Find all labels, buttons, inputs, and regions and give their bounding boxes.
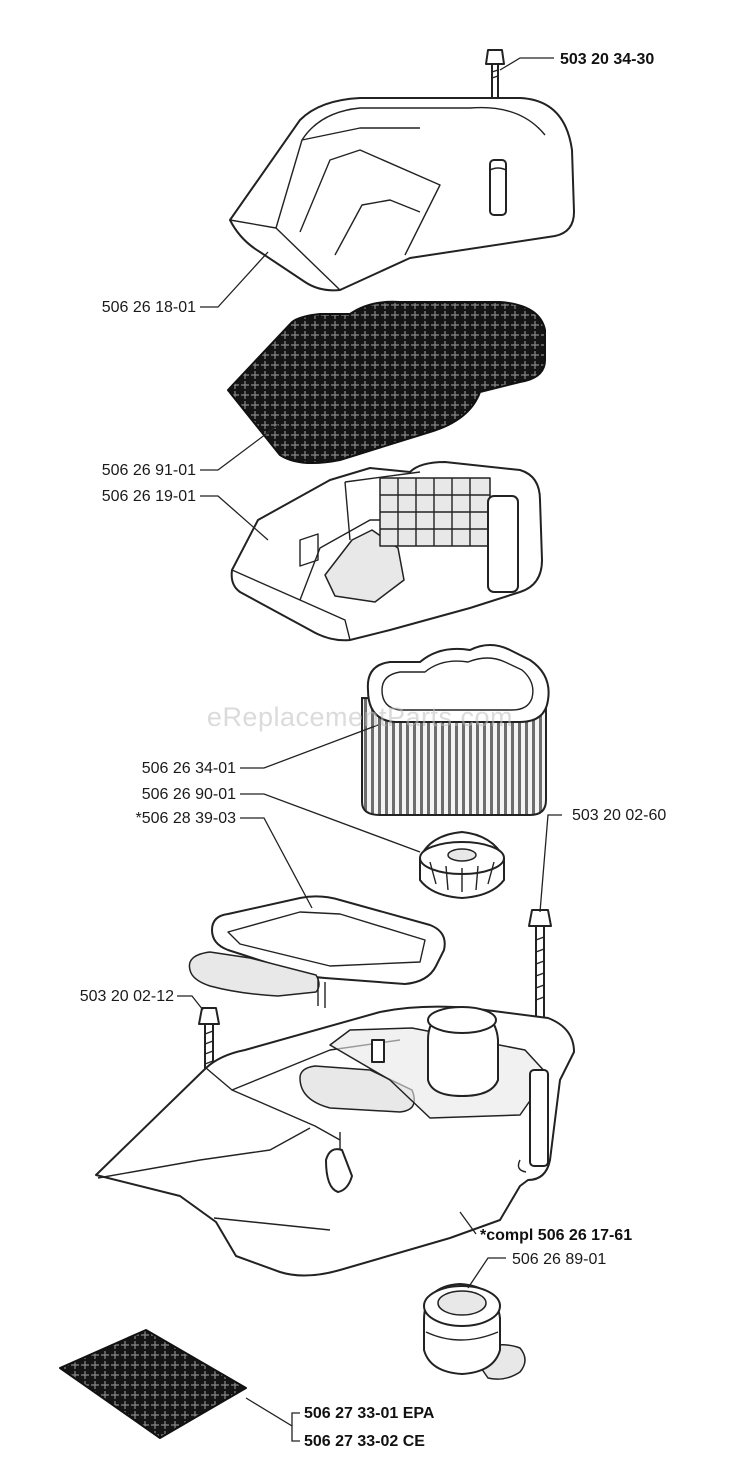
housing <box>95 1005 575 1277</box>
filter-holder <box>230 461 543 642</box>
label-screw-right: 503 20 02-60 <box>572 807 666 824</box>
label-screw-left: 503 20 02-12 <box>80 988 174 1005</box>
watermark: eReplacementParts.com <box>207 702 513 732</box>
label-grommet: 506 26 89-01 <box>512 1251 606 1268</box>
top-cover <box>229 97 575 292</box>
label-gasket: *506 28 39-03 <box>135 810 236 827</box>
label-air-filter: 506 26 34-01 <box>142 760 236 777</box>
label-filter-holder: 506 26 19-01 <box>102 488 196 505</box>
label-housing: *compl 506 26 17-61 <box>480 1227 632 1244</box>
label-nut: 506 26 90-01 <box>142 786 236 803</box>
foam-pad <box>59 1329 247 1439</box>
foam-filter <box>227 300 546 465</box>
air-filter <box>361 644 550 816</box>
label-bolt-top: 503 20 34-30 <box>560 51 654 68</box>
filter-nut <box>419 831 505 899</box>
grommet <box>423 1283 526 1380</box>
label-foam-filter: 506 26 91-01 <box>102 462 196 479</box>
label-foam-epa: 506 27 33-01 EPA <box>304 1405 435 1422</box>
leader-lines <box>177 57 562 1442</box>
gasket <box>188 895 446 1008</box>
label-foam-ce: 506 27 33-02 CE <box>304 1433 425 1450</box>
label-cover: 506 26 18-01 <box>102 299 196 316</box>
